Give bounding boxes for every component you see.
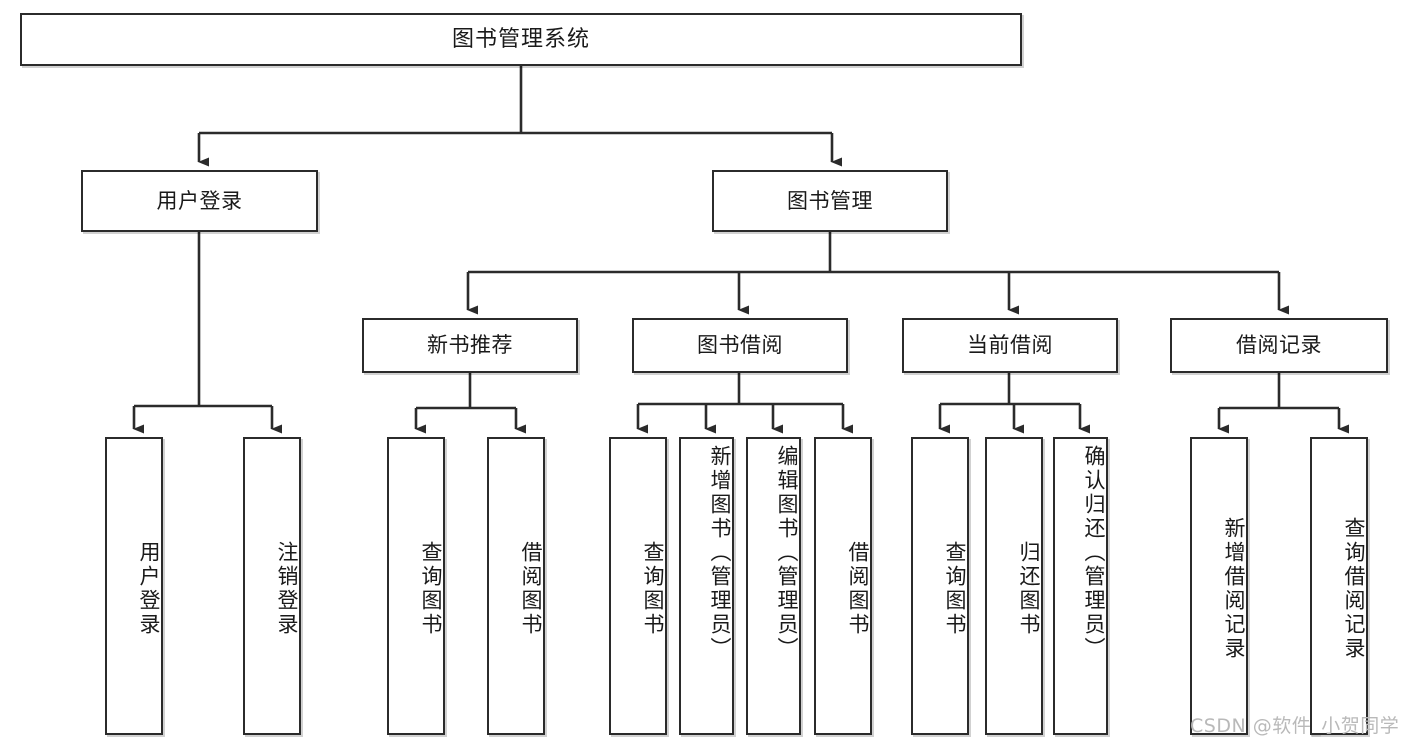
node-leaf-add-borrow-record[interactable]: 新增借阅记录	[1190, 437, 1248, 735]
node-label: 注销登录	[275, 541, 299, 637]
node-label: 编辑图书（管理员）	[775, 445, 799, 661]
node-label: 图书管理系统	[451, 26, 590, 52]
node-book-management[interactable]: 图书管理	[712, 170, 948, 232]
node-leaf-add-book-admin[interactable]: 新增图书（管理员）	[679, 437, 734, 735]
node-label: 归还图书	[1017, 541, 1041, 637]
node-root-system[interactable]: 图书管理系统	[20, 13, 1022, 66]
node-new-book-recommend[interactable]: 新书推荐	[362, 318, 578, 373]
node-leaf-user-logout[interactable]: 注销登录	[243, 437, 301, 735]
node-label: 查询图书	[641, 541, 665, 637]
node-label: 查询借阅记录	[1342, 517, 1366, 661]
node-label: 新增借阅记录	[1222, 517, 1246, 661]
node-label: 新书推荐	[427, 333, 513, 358]
node-user-login[interactable]: 用户登录	[81, 170, 318, 232]
node-leaf-return-book[interactable]: 归还图书	[985, 437, 1043, 735]
node-label: 查询图书	[419, 541, 443, 637]
node-leaf-query-book-borrow[interactable]: 查询图书	[609, 437, 667, 735]
node-label: 当前借阅	[967, 333, 1053, 358]
node-borrow-records[interactable]: 借阅记录	[1170, 318, 1388, 373]
node-label: 借阅图书	[846, 541, 870, 637]
node-leaf-lend-book[interactable]: 借阅图书	[814, 437, 872, 735]
node-leaf-user-login[interactable]: 用户登录	[105, 437, 163, 735]
node-leaf-query-book-recommend[interactable]: 查询图书	[387, 437, 445, 735]
node-leaf-edit-book-admin[interactable]: 编辑图书（管理员）	[746, 437, 801, 735]
node-label: 确认归还（管理员）	[1082, 445, 1106, 661]
node-label: 图书管理	[787, 188, 873, 213]
node-leaf-query-book-current[interactable]: 查询图书	[911, 437, 969, 735]
node-leaf-confirm-return-admin[interactable]: 确认归还（管理员）	[1053, 437, 1108, 735]
node-label: 图书借阅	[697, 333, 783, 358]
node-label: 借阅图书	[519, 541, 543, 637]
node-book-borrow[interactable]: 图书借阅	[632, 318, 848, 373]
csdn-watermark: CSDN @软件_小贺同学	[1190, 715, 1400, 737]
node-leaf-query-borrow-record[interactable]: 查询借阅记录	[1310, 437, 1368, 735]
node-current-borrow[interactable]: 当前借阅	[902, 318, 1118, 373]
node-label: 新增图书（管理员）	[708, 445, 732, 661]
node-leaf-borrow-book-recommend[interactable]: 借阅图书	[487, 437, 545, 735]
node-label: 借阅记录	[1236, 333, 1322, 358]
node-label: 用户登录	[137, 541, 161, 637]
node-label: 查询图书	[943, 541, 967, 637]
node-label: 用户登录	[156, 188, 243, 213]
